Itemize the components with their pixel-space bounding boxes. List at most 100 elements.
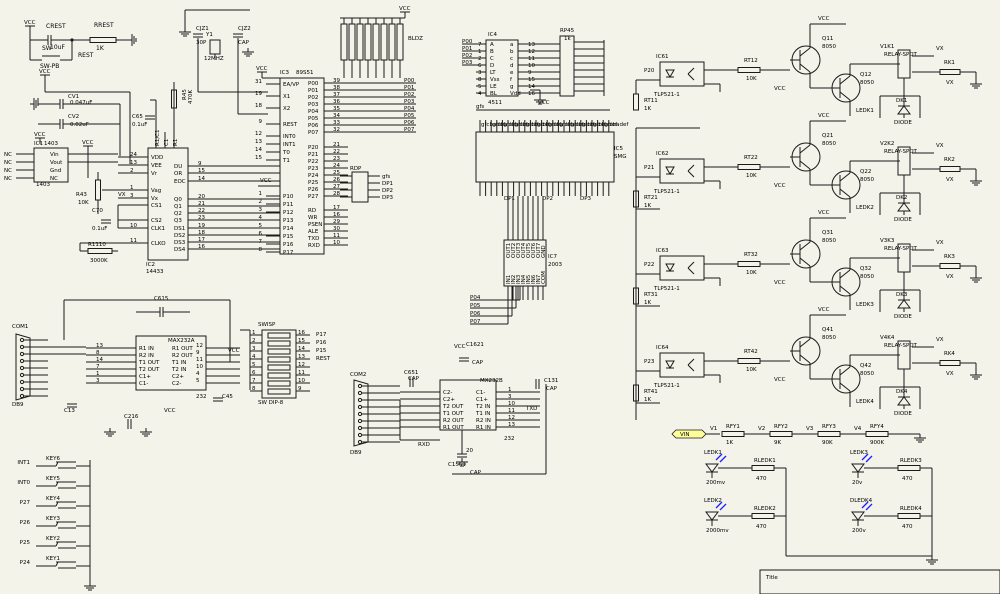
ground-symbol bbox=[128, 34, 137, 46]
pin-name: P05 bbox=[308, 116, 319, 122]
pin-number: 19 bbox=[255, 91, 262, 97]
pin-number: 11 bbox=[333, 233, 340, 239]
pin-number: 13 bbox=[508, 422, 515, 428]
pin-name: B bbox=[490, 49, 494, 55]
net-label: P03 bbox=[404, 99, 415, 105]
res-ref: RLEDK1 bbox=[754, 458, 776, 464]
res-value: 470 bbox=[756, 476, 767, 482]
pin-name: Vin bbox=[50, 152, 59, 158]
net-label: DP2 bbox=[382, 188, 393, 194]
cap-value: CAP bbox=[470, 470, 482, 476]
seg-label: gfcbadef bbox=[548, 122, 573, 128]
seg-label: gfcbadef bbox=[582, 122, 607, 128]
cap-ref: C70 bbox=[92, 208, 103, 214]
pin-number: 1 bbox=[96, 371, 100, 377]
cap-value: 0.047uF bbox=[70, 100, 92, 106]
pin-number: 24 bbox=[333, 163, 340, 169]
led-ref: DLEDK4 bbox=[850, 498, 873, 504]
display-smg: IC5SMGgfcbadefgfcbadefgfcbadefgfcbadefgf… bbox=[475, 104, 629, 202]
ground-symbol bbox=[914, 434, 926, 443]
vcc-label: VCC bbox=[228, 348, 240, 354]
pin-name: DS1 bbox=[174, 226, 185, 232]
cap-value: 0.1uF bbox=[132, 122, 147, 128]
pin-number: 4 bbox=[478, 91, 482, 97]
relay-ref: V1K1 bbox=[880, 44, 894, 50]
vcc-label: VCC bbox=[818, 16, 830, 22]
ic-part: 14433 bbox=[146, 269, 164, 275]
cap-value: 0.1uF bbox=[92, 226, 107, 232]
cap-ref: CJZ1 bbox=[196, 26, 209, 32]
ic-ref: MX232B bbox=[480, 378, 503, 384]
pin-name: ALE bbox=[308, 229, 319, 235]
pin-number: 2 bbox=[478, 56, 482, 62]
seg-label: gfcbadef bbox=[492, 122, 517, 128]
vcc-label: VCC bbox=[82, 140, 94, 146]
pin-name: IN5 bbox=[526, 274, 532, 284]
pin-number: 35 bbox=[333, 106, 340, 112]
pin-name: R2 OUT bbox=[443, 418, 464, 424]
net-label: gfs bbox=[476, 104, 484, 110]
relay-type: RELAY-SPDT bbox=[884, 343, 918, 349]
switch-ref: SW bbox=[42, 45, 52, 52]
net-label: VX bbox=[946, 274, 954, 280]
vcc-rail: VCC bbox=[34, 132, 46, 144]
pin-name: a bbox=[510, 42, 513, 48]
pin-name: A bbox=[490, 42, 494, 48]
diode-ref: DK2 bbox=[896, 195, 907, 201]
pin-number: 15 bbox=[255, 155, 262, 161]
transistor-part: 8050 bbox=[860, 80, 874, 86]
ground-symbol bbox=[242, 48, 254, 57]
transistor-ref: Q32 bbox=[860, 266, 871, 272]
pin-name: T1 bbox=[282, 158, 290, 164]
net-label: VX bbox=[936, 240, 944, 246]
opto-ref: IC63 bbox=[656, 248, 669, 254]
pin-number: 38 bbox=[333, 85, 340, 91]
res-ref: RFY3 bbox=[822, 424, 836, 430]
pin-name: OUT6 bbox=[531, 242, 537, 258]
part-type: SW DIP-8 bbox=[258, 400, 284, 406]
pin-number: 13 bbox=[255, 139, 262, 145]
digit-label: DP1 bbox=[504, 196, 515, 202]
pin-number: 37 bbox=[333, 92, 340, 98]
net-label: DP1 bbox=[382, 181, 393, 187]
node-label: V3 bbox=[806, 426, 814, 432]
ground-symbol bbox=[926, 556, 938, 565]
pin-number: 9 bbox=[198, 161, 202, 167]
pin-number: 16 bbox=[298, 330, 305, 336]
pin-number: 9 bbox=[196, 350, 200, 356]
ground-symbol bbox=[456, 458, 468, 467]
pin-name: OUT1 bbox=[506, 243, 512, 258]
vcc-rail: VCC bbox=[399, 6, 411, 18]
pin-name: P11 bbox=[283, 202, 293, 208]
res-ref: RLEDK4 bbox=[900, 506, 922, 512]
transistor-part: 8050 bbox=[822, 335, 836, 341]
pin-number: 22 bbox=[198, 208, 205, 214]
net-label: INT1 bbox=[17, 460, 30, 466]
net-label: P07 bbox=[470, 319, 481, 325]
cap-ref: C45 bbox=[222, 394, 233, 400]
pin-name: IN3 bbox=[516, 274, 522, 284]
pin-name: TXD bbox=[307, 236, 319, 242]
pin-name: Vdd bbox=[510, 91, 521, 97]
pin-name: C1- bbox=[139, 381, 148, 387]
key-ref: KEY3 bbox=[46, 516, 60, 522]
vcc-rail: VCC bbox=[39, 69, 51, 81]
pin-number: 7 bbox=[478, 42, 482, 48]
seg-label: gfcbadef bbox=[537, 122, 562, 128]
pin-number: 39 bbox=[333, 78, 340, 84]
net-label: P00 bbox=[404, 78, 415, 84]
relay-channel-2: IC62TLP521-1P21RT211KRT2210KVCCQ218050VC… bbox=[633, 113, 982, 223]
pin-name: CLK1 bbox=[151, 226, 165, 232]
pin-number: 9 bbox=[259, 119, 263, 125]
pin-name: EOC bbox=[174, 179, 186, 185]
net-label: TXD bbox=[525, 406, 537, 412]
pin-name: T2 OUT bbox=[138, 367, 160, 373]
pin-name: R2 OUT bbox=[172, 353, 193, 359]
pin-number: 10 bbox=[528, 63, 535, 69]
res-value: 900K bbox=[870, 440, 884, 446]
pin-number: 8 bbox=[96, 350, 100, 356]
pin-name: REST bbox=[283, 122, 298, 128]
